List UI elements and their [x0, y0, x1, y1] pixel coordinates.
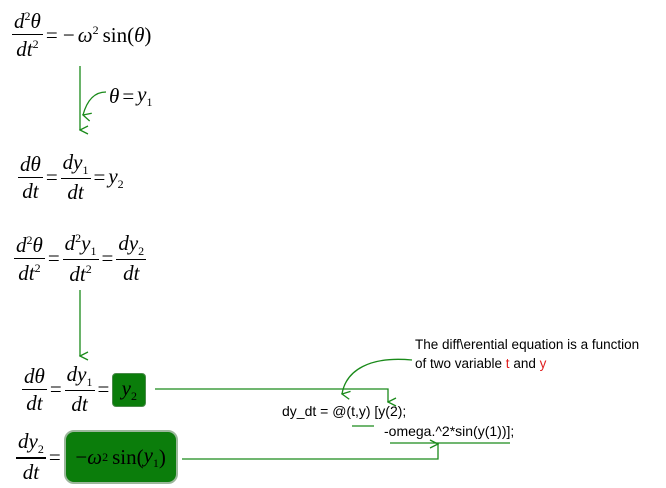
- equation-second-derivative: d2θ dt2 = d2y1 dt2 = dy2 dt: [14, 231, 147, 287]
- note-var-t: t: [505, 356, 510, 371]
- fraction-d2theta-dt2-b: d2θ dt2: [14, 232, 45, 285]
- sin-close: ): [144, 22, 152, 47]
- sin-argument: θ: [134, 22, 145, 47]
- sin-function: sin(: [102, 22, 135, 47]
- fraction-dtheta-dt: dθ dt: [18, 151, 43, 203]
- fraction-dy2-dt-b: dy2 dt: [16, 429, 46, 484]
- arrow-note-to-args: [342, 358, 413, 394]
- omega-term: ω2: [77, 23, 99, 48]
- code-line-1: dy_dt = @(t,y) [y(2);: [282, 403, 407, 419]
- equation-first-order: dθ dt = dy1 dt = y2: [18, 150, 124, 205]
- fraction-dy1-dt-b: dy1 dt: [64, 362, 95, 417]
- equation-pendulum: d2θ dt2 = − ω2 sin( θ ): [12, 10, 151, 60]
- equals-minus: = −: [45, 22, 75, 47]
- note-line-2: of two variable t and y: [415, 356, 547, 371]
- fraction-dy1-dt: dy1 dt: [60, 150, 91, 205]
- connector-rhs-to-code: [182, 444, 438, 460]
- fraction-dtheta-dt-b: dθ dt: [22, 363, 47, 415]
- note-line-1: The diff\erential equation is a function: [415, 337, 640, 352]
- connector-y2-to-code: [155, 388, 388, 402]
- note-var-y: y: [539, 356, 547, 371]
- substitution-label: θ = y1: [109, 82, 153, 109]
- fraction-dy2-dt: dy2 dt: [116, 231, 147, 286]
- fraction-d2theta-dt2: d2θ dt2: [12, 9, 43, 62]
- annotation-note: The diff\erential equation is a function…: [415, 335, 639, 373]
- arrow-substitution: [83, 91, 107, 115]
- fraction-d2y1-dt2: d2y1 dt2: [62, 231, 99, 287]
- highlight-box-y2: y2: [112, 372, 147, 407]
- equation-system-row-1: dθ dt = dy1 dt = y2: [22, 362, 147, 417]
- y2-term: y2: [108, 163, 124, 191]
- code-line-2: -omega.^2*sin(y(1))];: [384, 423, 515, 439]
